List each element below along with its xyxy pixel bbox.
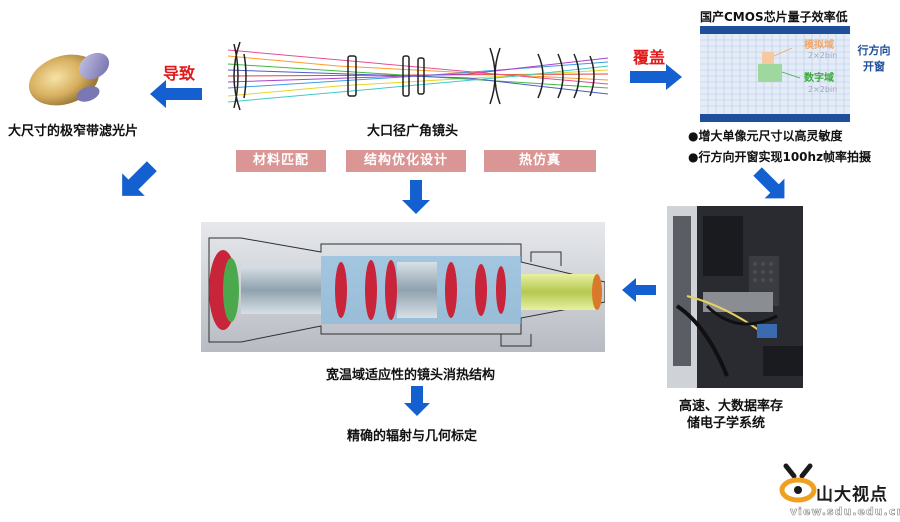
arrow-right-icon (630, 64, 682, 90)
sdu-logo-icon (779, 463, 817, 503)
storage-caption-line2: 储电子学系统 (687, 416, 766, 431)
cmos-title: 国产CMOS芯片量子效率低 (700, 10, 848, 24)
arrow-down-right-icon (122, 161, 157, 196)
cmos-sensor-grid (700, 26, 850, 122)
calibration-caption: 精确的辐射与几何标定 (347, 429, 478, 444)
digital-bin-label: 2×2bin (808, 85, 838, 94)
arrow-down-left-icon (753, 167, 785, 199)
wide-angle-lens-diagram (227, 41, 609, 111)
logo-name: 山大视点 (816, 485, 888, 505)
tag-material-matching: 材料匹配 (236, 150, 326, 172)
logo-url: view.sdu.edu.cn (790, 505, 900, 519)
filter-caption: 大尺寸的极窄带滤光片 (8, 124, 139, 139)
digital-domain-label: 数字域 (804, 73, 834, 84)
analog-bin-label: 2×2bin (808, 51, 838, 60)
cover-label: 覆盖 (633, 48, 666, 67)
athermal-lens-structure (201, 222, 605, 352)
lens-caption: 大口径广角镜头 (367, 124, 459, 139)
storage-caption-line1: 高速、大数据率存 (679, 399, 784, 414)
bullet-frame-rate: ●行方向开窗实现100hz帧率拍摄 (688, 150, 872, 164)
arrow-left-small-icon (622, 278, 656, 302)
analog-domain-label: 模拟域 (804, 40, 834, 51)
storage-system-photo (667, 206, 803, 388)
filter-image (28, 52, 110, 106)
tag-structure-optimization: 结构优化设计 (346, 150, 466, 172)
arrow-down-small-icon (404, 386, 430, 416)
lead-to-label: 导致 (163, 64, 196, 83)
bullet-pixel-size: ●增大单像元尺寸以高灵敏度 (688, 129, 843, 143)
tag-thermal-simulation: 热仿真 (484, 150, 596, 172)
row-window-label: 行方向 开窗 (857, 44, 891, 73)
arrow-down-icon (402, 180, 430, 214)
structure-caption: 宽温域适应性的镜头消热结构 (326, 368, 496, 383)
arrow-left-icon (150, 80, 202, 108)
